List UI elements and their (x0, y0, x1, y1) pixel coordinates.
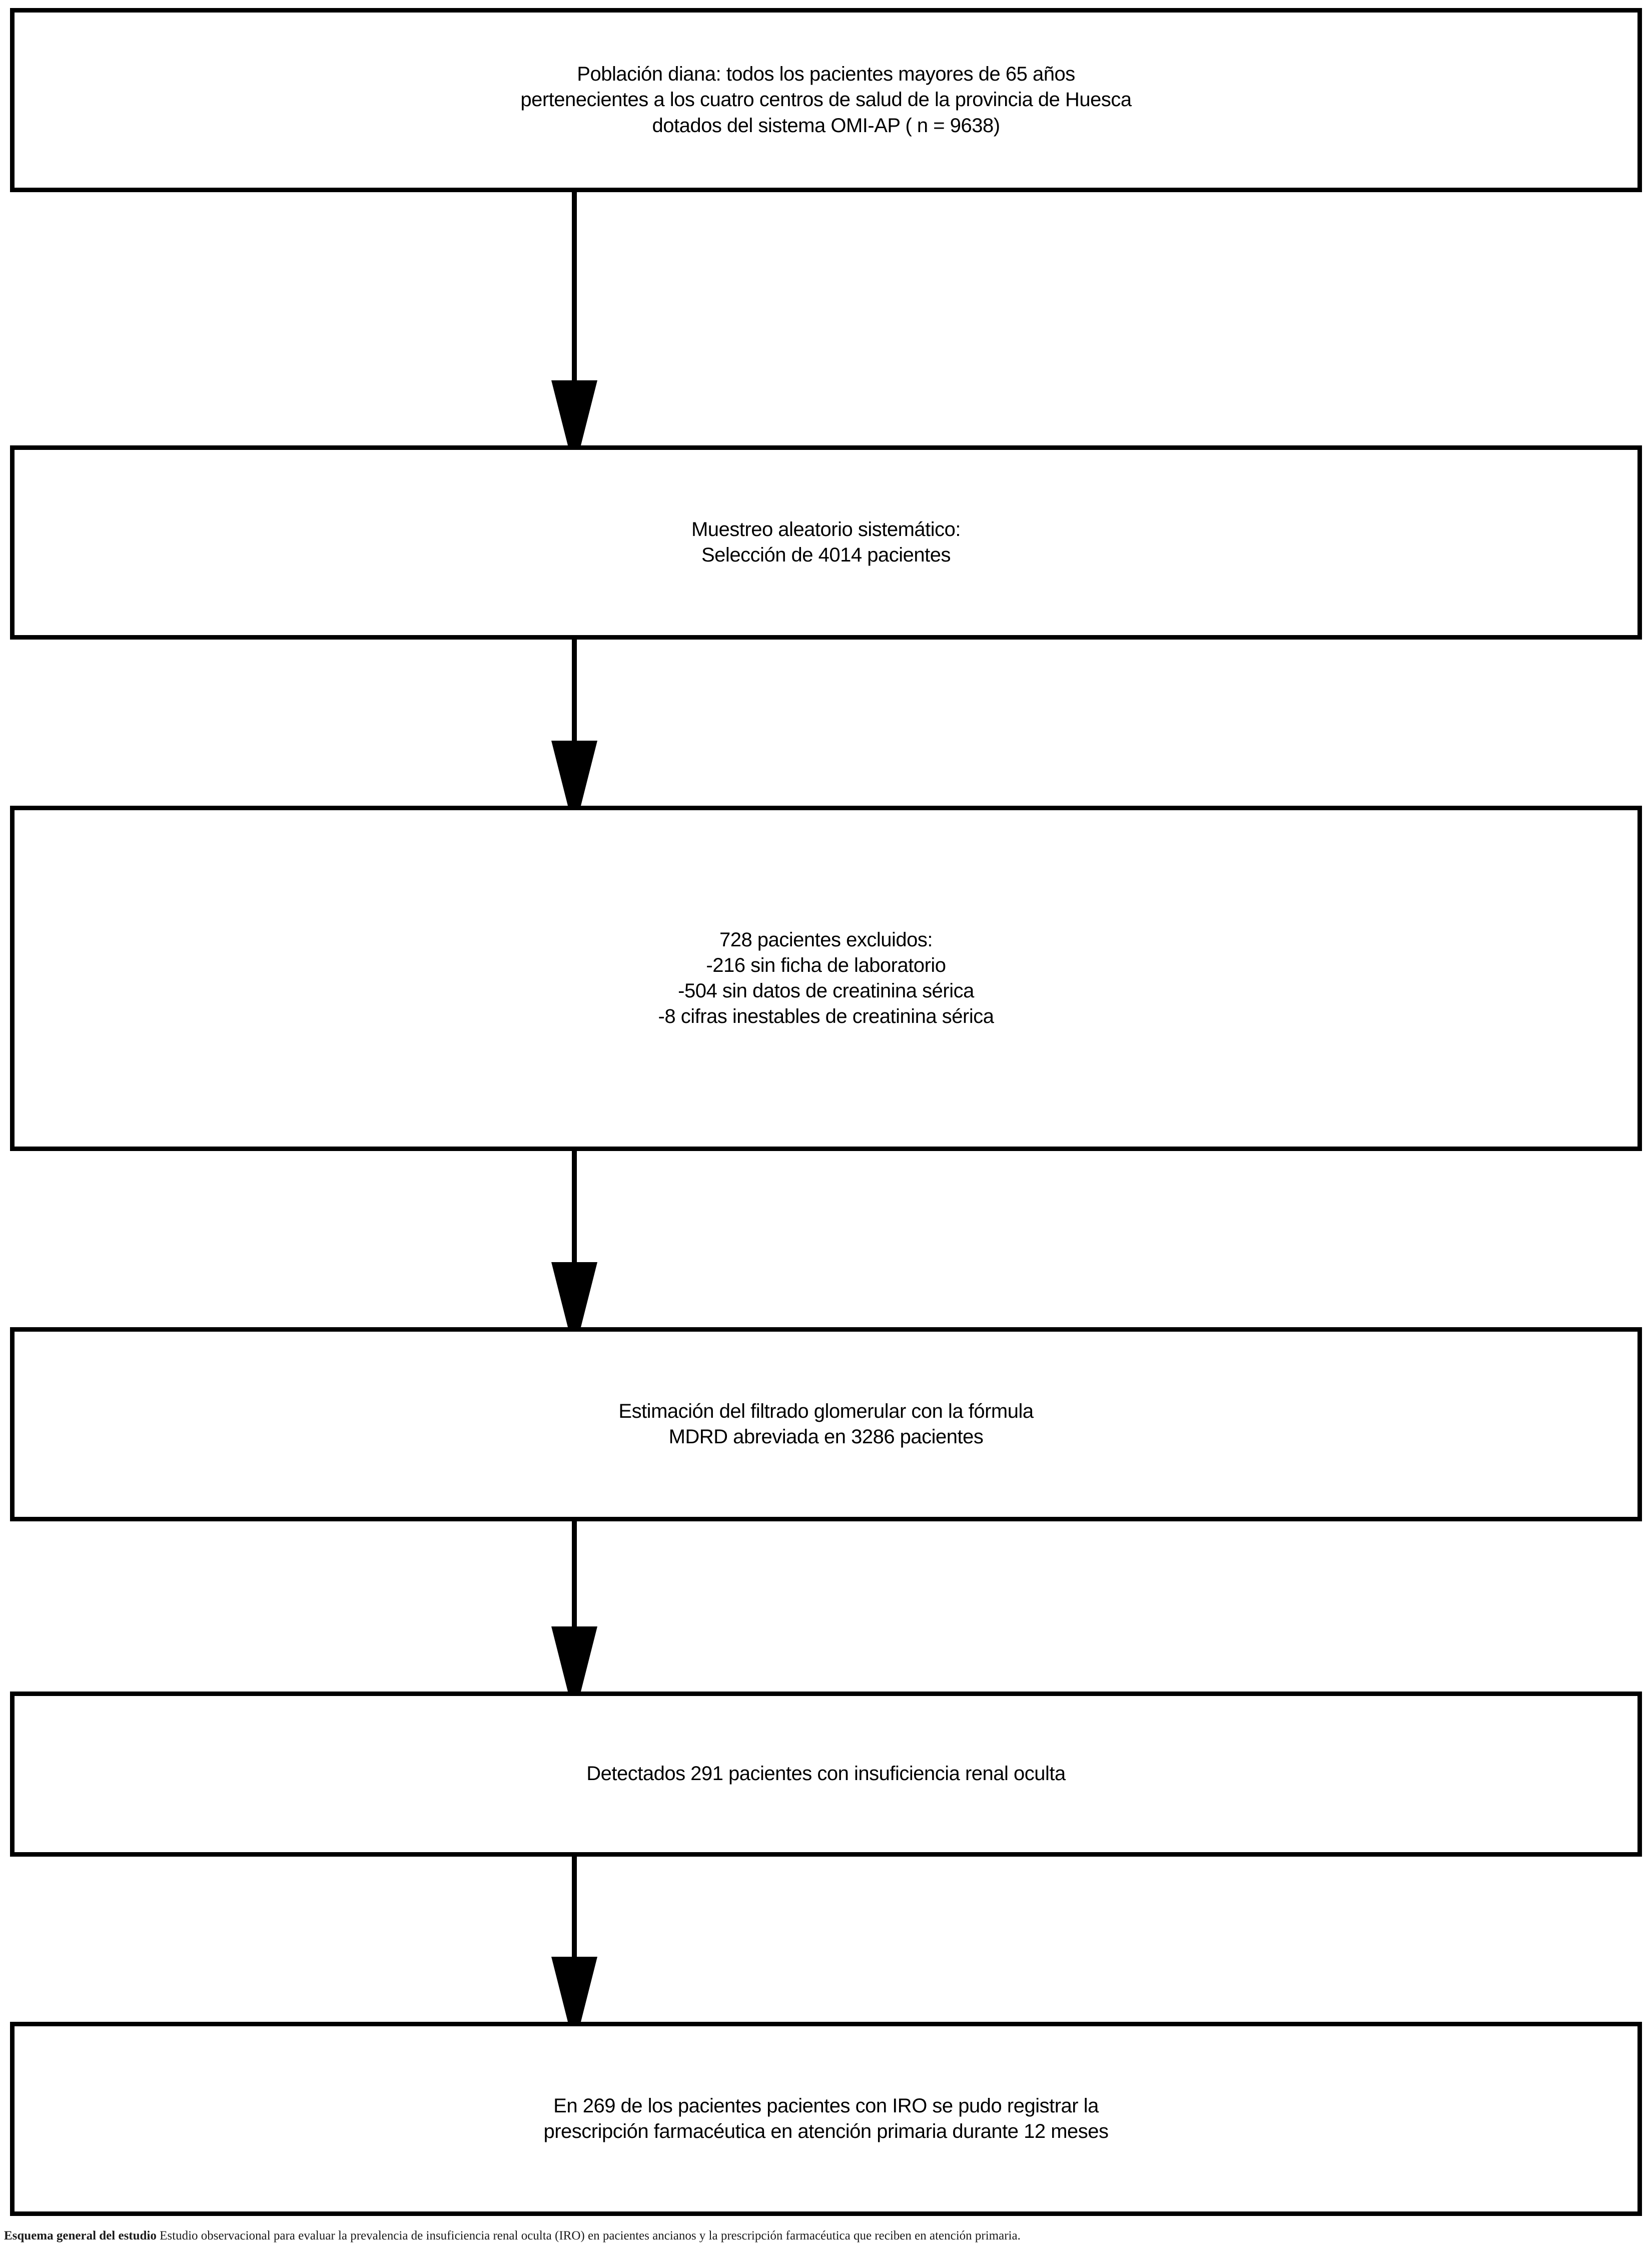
flow-node-estimacion-mdrd: Estimación del filtrado glomerular con l… (10, 1327, 1642, 1521)
figure-caption-title: Esquema general del estudio (4, 2229, 157, 2242)
flow-node-detectados: Detectados 291 pacientes con insuficienc… (10, 1692, 1642, 1857)
node-line: -8 cifras inestables de creatinina séric… (658, 1005, 994, 1028)
flow-node-muestreo: Muestreo aleatorio sistemático: Selecció… (10, 445, 1642, 640)
node-line: Población diana: todos los pacientes may… (577, 63, 1075, 86)
figure-caption-body: Estudio observacional para evaluar la pr… (160, 2229, 1021, 2242)
node-line: Detectados 291 pacientes con insuficienc… (586, 1763, 1066, 1785)
node-line: MDRD abreviada en 3286 pacientes (668, 1426, 984, 1448)
node-line: En 269 de los pacientes pacientes con IR… (553, 2094, 1099, 2117)
flow-node-poblacion-diana: Población diana: todos los pacientes may… (10, 8, 1642, 192)
node-line: -216 sin ficha de laboratorio (706, 954, 946, 976)
node-line: 728 pacientes excluidos: (719, 928, 933, 951)
node-line: pertenecientes a los cuatro centros de s… (520, 89, 1132, 111)
flow-node-prescripcion: En 269 de los pacientes pacientes con IR… (10, 2022, 1642, 2216)
node-line: prescripción farmacéutica en atención pr… (543, 2120, 1109, 2142)
node-line: Muestreo aleatorio sistemático: (691, 518, 961, 540)
node-line: -504 sin datos de creatinina sérica (678, 980, 974, 1002)
node-line: Selección de 4014 pacientes (701, 544, 951, 566)
figure-caption: Esquema general del estudio Estudio obse… (4, 2228, 1650, 2243)
node-line: dotados del sistema OMI-AP ( n = 9638) (652, 114, 1000, 137)
flow-node-excluidos: 728 pacientes excluidos: -216 sin ficha … (10, 806, 1642, 1151)
node-line: Estimación del filtrado glomerular con l… (618, 1400, 1034, 1422)
